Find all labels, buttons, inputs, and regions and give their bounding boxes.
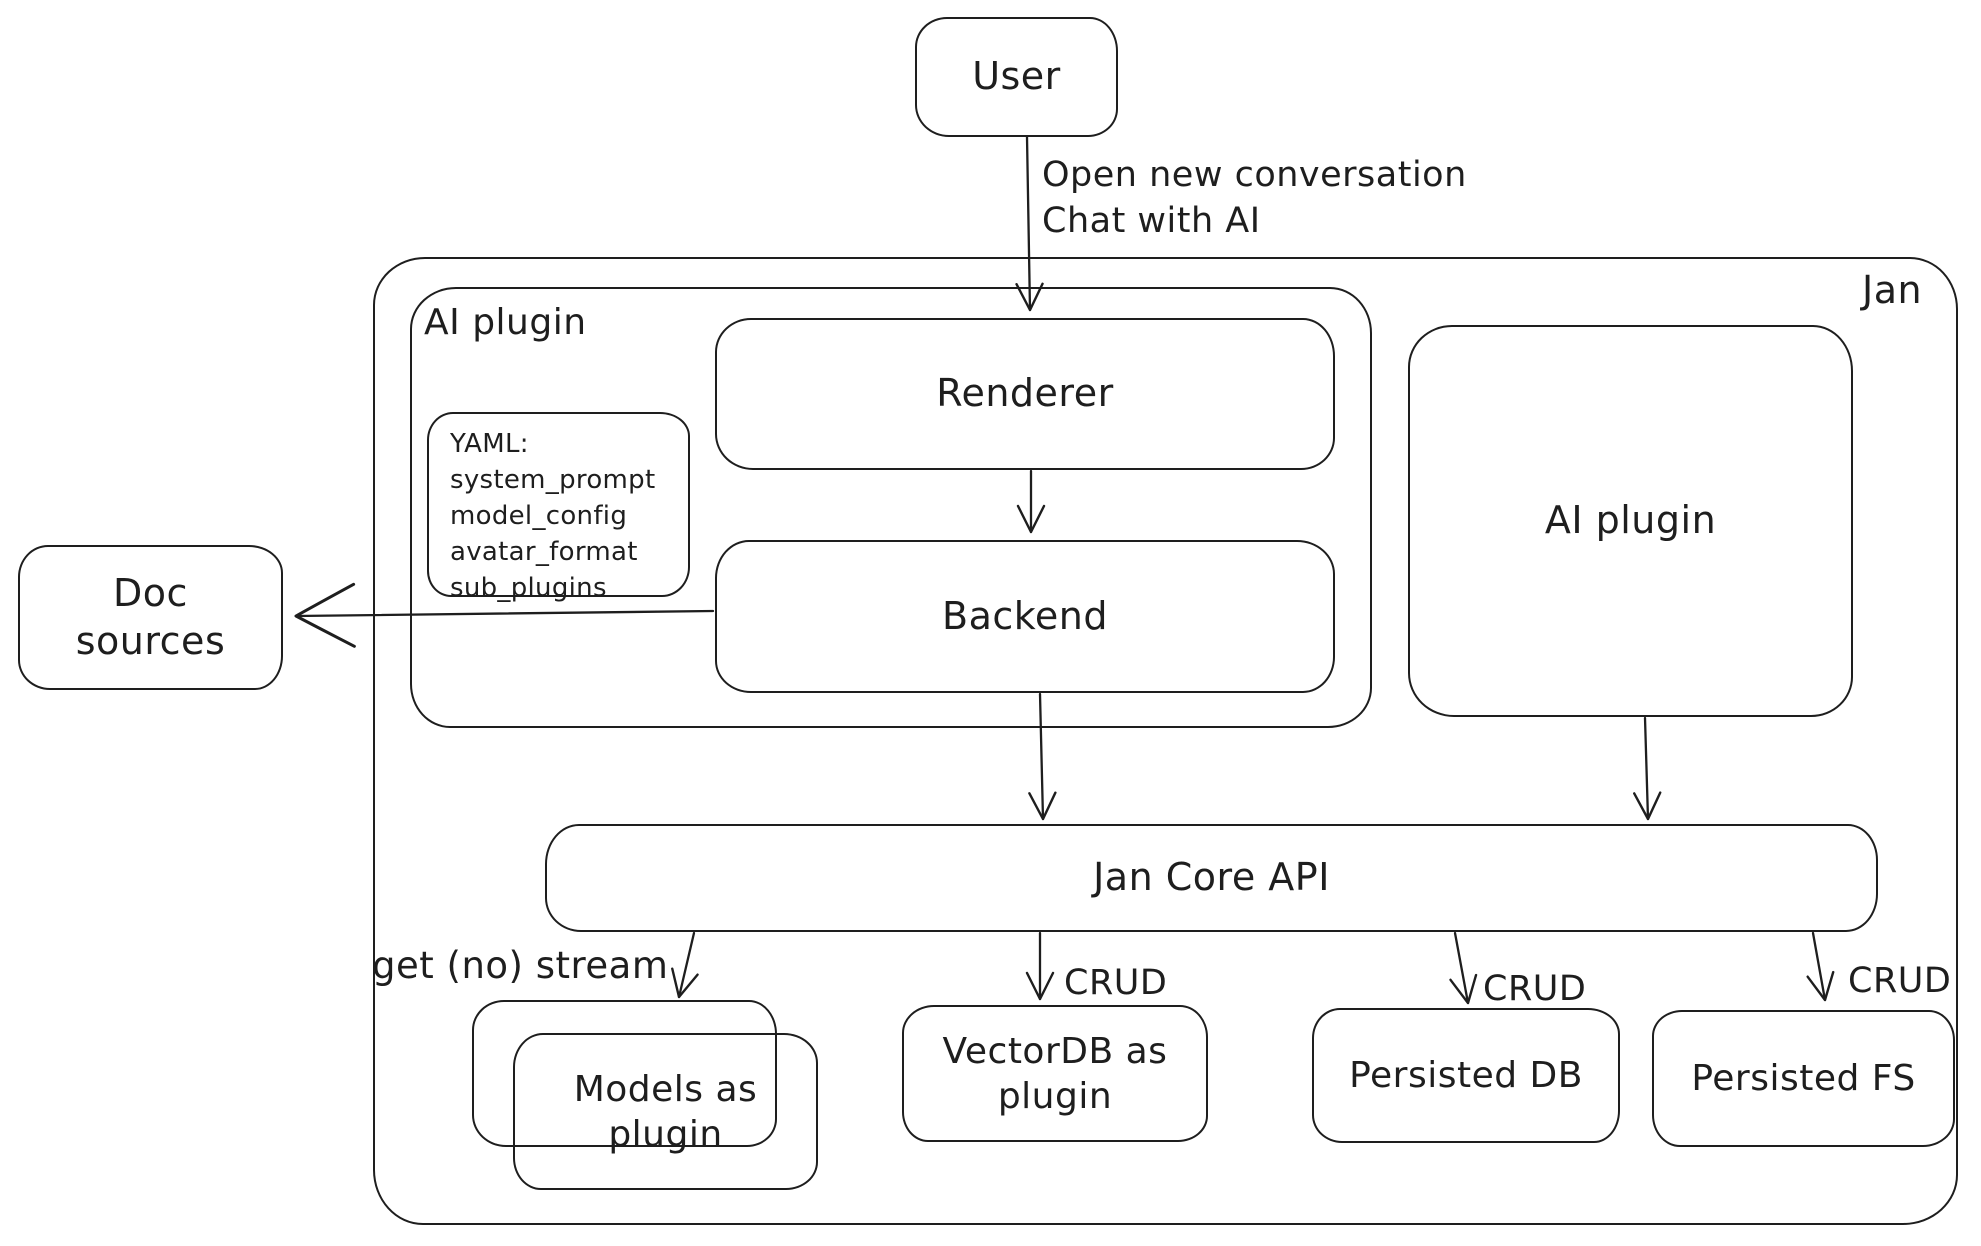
persisted-db-label: Persisted DB [1349, 1055, 1583, 1096]
user-node-label: User [972, 54, 1061, 99]
yaml-note-line: sub_plugins [450, 572, 607, 603]
vectordb-as-plugin-node: VectorDB as plugin [902, 1005, 1208, 1142]
ai-plugin-container-box [410, 287, 1372, 728]
models-as-plugin-label: Models as plugin [573, 1068, 758, 1155]
edge-label-open-conversation-line2: Chat with AI [1042, 201, 1261, 242]
jan-core-api-node: Jan Core API [545, 824, 1878, 932]
renderer-node: Renderer [715, 318, 1335, 470]
backend-node: Backend [715, 540, 1335, 693]
edge-label-crud-persisted-db: CRUD [1483, 969, 1587, 1009]
jan-container-label: Jan [1862, 268, 1923, 312]
persisted-fs-node: Persisted FS [1652, 1010, 1955, 1147]
renderer-node-label: Renderer [936, 371, 1114, 416]
models-as-plugin-back-box [472, 1000, 777, 1147]
vectordb-as-plugin-label: VectorDB as plugin [942, 1030, 1168, 1117]
persisted-fs-label: Persisted FS [1691, 1058, 1916, 1099]
doc-sources-node-label: Doc sources [75, 571, 226, 663]
edge-label-open-conversation-line1: Open new conversation [1042, 155, 1467, 195]
edge-label-crud-vectordb: CRUD [1064, 963, 1168, 1003]
models-as-plugin-node: Models as plugin [513, 1033, 818, 1190]
ai-plugin-container-label: AI plugin [424, 302, 587, 343]
user-node: User [915, 17, 1118, 137]
yaml-note-line: system_prompt [450, 464, 656, 495]
edge-label-crud-persisted-fs: CRUD [1848, 961, 1952, 1001]
yaml-note-line: avatar_format [450, 536, 638, 567]
yaml-note-line: model_config [450, 500, 628, 531]
edge-label-open-conversation: Open new conversation Chat with AI [1042, 152, 1467, 244]
persisted-db-node: Persisted DB [1312, 1008, 1620, 1143]
ai-plugin-right-node-label: AI plugin [1544, 498, 1717, 543]
edge-label-get-no-stream: get (no) stream [372, 944, 669, 987]
jan-container-box [373, 257, 1958, 1225]
jan-core-api-node-label: Jan Core API [1093, 855, 1330, 900]
backend-node-label: Backend [942, 593, 1108, 638]
ai-plugin-right-node: AI plugin [1408, 325, 1853, 717]
yaml-note-line: YAML: [450, 429, 529, 459]
yaml-note-box: YAML: system_prompt model_config avatar_… [427, 412, 690, 603]
doc-sources-node: Doc sources [18, 545, 283, 690]
